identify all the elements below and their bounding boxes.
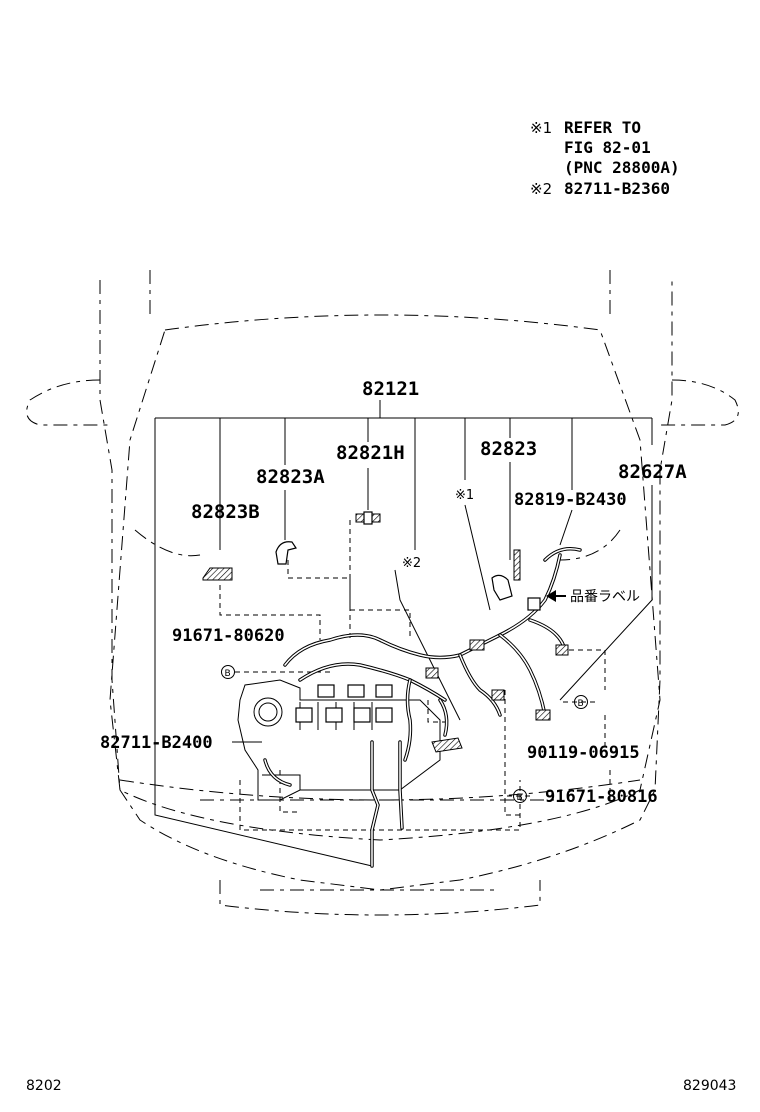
label-82627a: 82627A — [618, 461, 687, 483]
ref-mark-2: ※2 — [402, 556, 421, 571]
battery-cable — [370, 737, 463, 868]
label-82823a: 82823A — [256, 466, 325, 488]
note-1-line-1: REFER TO — [564, 118, 641, 137]
bolt-b-marker-2 — [574, 695, 588, 709]
footer-figure-number: 8202 — [26, 1078, 62, 1094]
bolt-b-text-3: B — [517, 793, 523, 803]
label-82711-b2400: 82711-B2400 — [100, 733, 213, 753]
part-82821h-connector — [355, 511, 381, 525]
note-2-mark: ※2 — [530, 180, 552, 198]
label-91671-80816: 91671-80816 — [545, 787, 658, 807]
notes-block: ※1 REFER TO FIG 82-01 (PNC 28800A) ※2 82… — [530, 118, 680, 198]
bolt-b-marker-1 — [221, 665, 235, 679]
engine-harness — [263, 547, 582, 787]
part-labels: 82121 82821H 82823 82823A 82627A 82819-B… — [100, 378, 687, 807]
note-2-part: 82711-B2360 — [564, 179, 670, 198]
footer-illustration-code: 829043 — [683, 1078, 736, 1094]
ref-mark-1: ※1 — [455, 488, 474, 503]
label-82823b: 82823B — [191, 501, 260, 523]
label-82823: 82823 — [480, 438, 537, 460]
part-82823a-clip — [275, 541, 297, 565]
label-82821h: 82821H — [336, 442, 405, 464]
part-number-label-jp: 品番ラベル — [570, 589, 640, 605]
note-1-mark: ※1 — [530, 119, 552, 137]
part-82823b-connector — [202, 567, 233, 581]
leader-lines — [219, 520, 611, 816]
bolt-b-text-1: B — [225, 669, 231, 679]
label-82121: 82121 — [362, 378, 419, 400]
note-1-line-3: (PNC 28800A) — [564, 158, 680, 177]
note-1-line-2: FIG 82-01 — [564, 138, 651, 157]
arrow-head-icon — [546, 590, 556, 602]
label-90119-06915: 90119-06915 — [527, 743, 640, 763]
bolt-b-text-2: B — [578, 699, 584, 709]
callout-frame — [154, 400, 653, 867]
label-82819-b2430: 82819-B2430 — [514, 490, 627, 510]
label-91671-80620: 91671-80620 — [172, 626, 285, 646]
bolt-b-marker-3 — [513, 789, 527, 803]
engine-block — [237, 679, 441, 801]
part-82627a-bracket — [491, 549, 521, 601]
